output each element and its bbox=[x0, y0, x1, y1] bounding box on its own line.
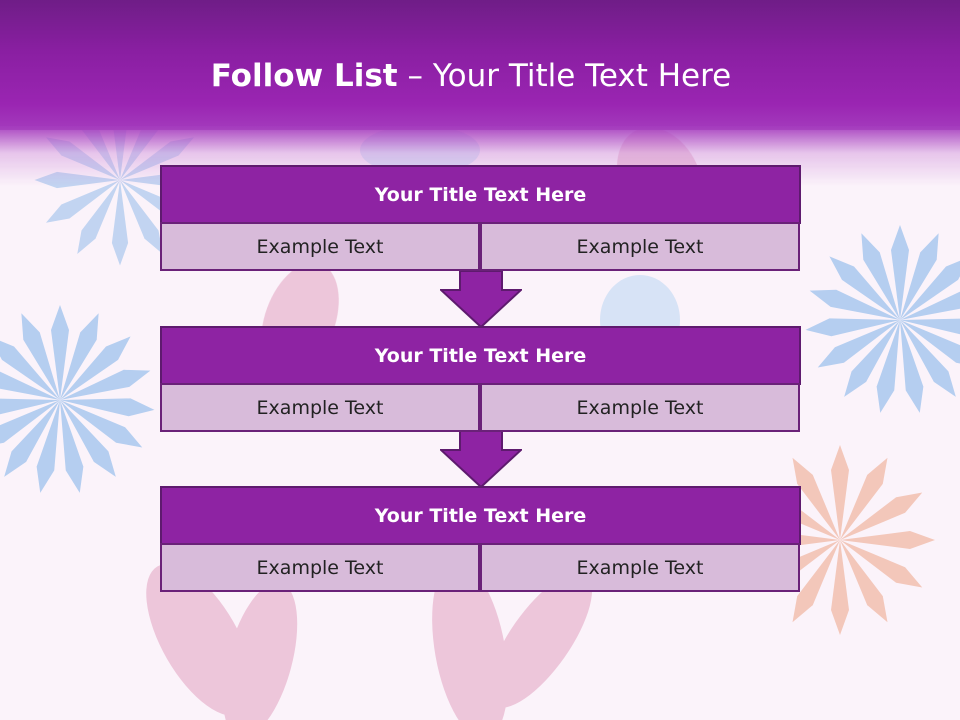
step-cell-right: Example Text bbox=[480, 543, 800, 592]
step-block: Your Title Text Here Example Text Exampl… bbox=[160, 165, 801, 271]
slide-title-bold: Follow List bbox=[210, 58, 398, 94]
step-cell-right: Example Text bbox=[480, 383, 800, 432]
step-cell-right: Example Text bbox=[480, 222, 800, 271]
step-block: Your Title Text Here Example Text Exampl… bbox=[160, 486, 801, 592]
step-block: Your Title Text Here Example Text Exampl… bbox=[160, 326, 801, 432]
step-cell-left: Example Text bbox=[160, 543, 480, 592]
step-cell-left: Example Text bbox=[160, 383, 480, 432]
step-cell-left: Example Text bbox=[160, 222, 480, 271]
step-title: Your Title Text Here bbox=[160, 165, 801, 224]
title-banner bbox=[0, 0, 960, 130]
down-arrow-icon bbox=[440, 430, 522, 488]
step-title: Your Title Text Here bbox=[160, 486, 801, 545]
down-arrow-icon bbox=[440, 270, 522, 328]
step-title: Your Title Text Here bbox=[160, 326, 801, 385]
slide-title: Follow List – Your Title Text Here bbox=[0, 54, 942, 98]
slide-title-rest: – Your Title Text Here bbox=[397, 58, 732, 94]
